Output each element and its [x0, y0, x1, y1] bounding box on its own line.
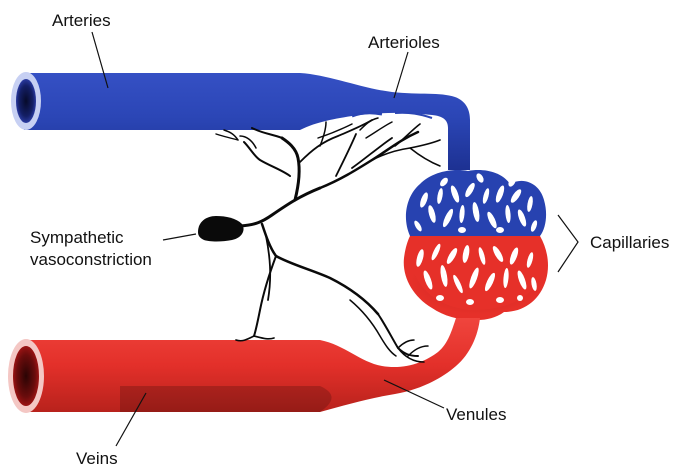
arteriole-branch: [352, 113, 382, 116]
sympathetic-leader: [163, 234, 196, 240]
sympathetic-label-line1: Sympathetic: [30, 228, 124, 248]
artery-tube: [24, 73, 470, 170]
capillaries-bracket: [558, 215, 578, 272]
arterioles-label: Arterioles: [368, 33, 440, 53]
arterioles-leader: [394, 52, 408, 98]
vein-shadow: [120, 386, 332, 412]
capillary-bed: [404, 170, 548, 320]
venules-label: Venules: [446, 405, 507, 425]
sympathetic-ganglion: [198, 216, 244, 242]
arteries-label: Arteries: [52, 11, 111, 31]
vein-end-cap: [8, 339, 44, 413]
artery-end-cap: [11, 72, 41, 130]
artery-vessel: [24, 73, 470, 170]
veins-label: Veins: [76, 449, 118, 469]
sympathetic-nerve: [216, 118, 440, 362]
vein-vessel: [24, 318, 480, 412]
capillaries-label: Capillaries: [590, 233, 669, 253]
sympathetic-label-line2: vasoconstriction: [30, 250, 152, 270]
